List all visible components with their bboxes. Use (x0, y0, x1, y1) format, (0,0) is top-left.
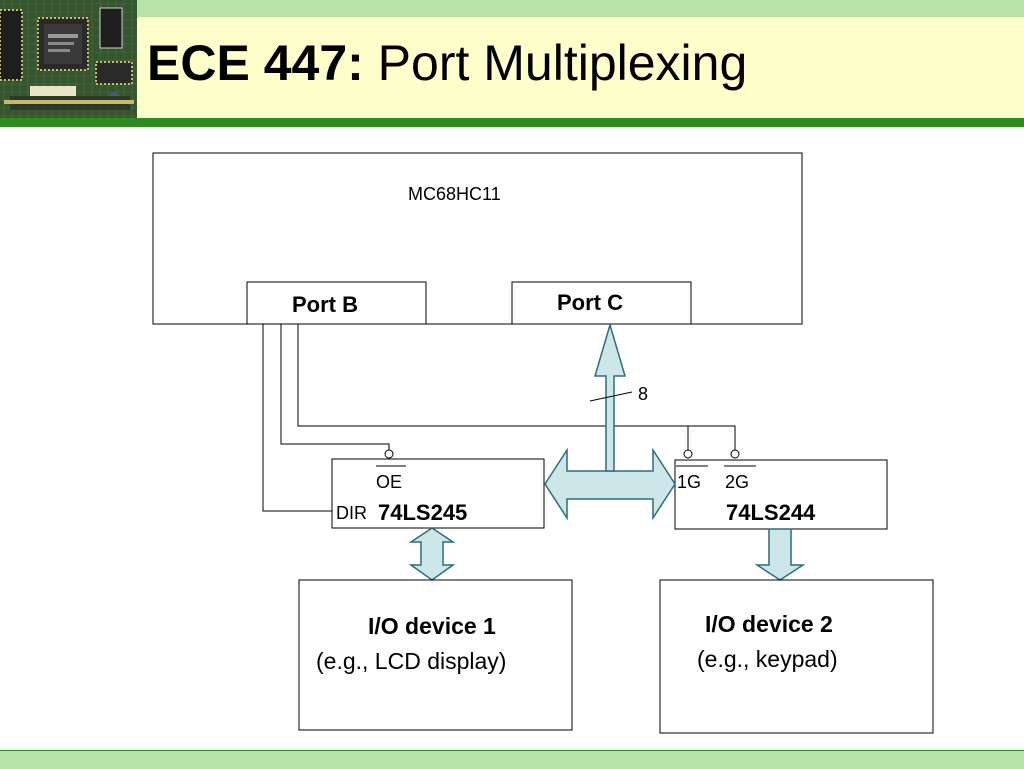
74ls244-label: 74LS244 (726, 500, 816, 525)
device2-name: I/O device 2 (705, 611, 833, 637)
74ls245-label: 74LS245 (378, 500, 468, 525)
mcu-label: MC68HC11 (408, 184, 501, 204)
dir-label: DIR (336, 503, 367, 523)
oe-label: OE (376, 472, 403, 492)
data-bus (544, 322, 676, 521)
device1-example: (e.g., LCD display) (316, 648, 507, 674)
slide-title: ECE 447: Port Multiplexing (147, 38, 747, 88)
port-b-label: Port B (292, 292, 358, 317)
port-b-control-lines (262, 324, 736, 512)
bus-width-label: 8 (638, 384, 649, 404)
mcu-box (152, 152, 803, 325)
oe-bubble (384, 449, 394, 459)
device1-name: I/O device 1 (368, 613, 496, 639)
port-b-box (246, 281, 427, 325)
2g-bubble (730, 449, 740, 459)
active-low-bubbles (384, 449, 740, 459)
title-course: ECE 447: (147, 35, 364, 91)
port-c-label: Port C (557, 290, 623, 315)
2g-label: 2G (725, 472, 750, 492)
device2-example: (e.g., keypad) (697, 646, 838, 672)
device1-bidirectional-arrow (408, 527, 456, 581)
circuit-board-image (0, 0, 137, 118)
74ls245-box (331, 458, 545, 529)
device2-box (659, 579, 934, 734)
bus-width-slash (589, 391, 633, 402)
title-topic: Port Multiplexing (363, 35, 748, 91)
horizontal-bus-arrow (544, 447, 676, 521)
title-rule (0, 118, 1024, 127)
1g-label: 1G (677, 472, 702, 492)
port-c-bus-arrow (593, 322, 627, 472)
1g-bubble (683, 449, 693, 459)
title-band (138, 17, 1024, 118)
bottom-strip (0, 750, 1024, 769)
device1-box (298, 579, 573, 731)
port-c-box (511, 281, 692, 325)
device2-down-arrow (754, 528, 806, 581)
